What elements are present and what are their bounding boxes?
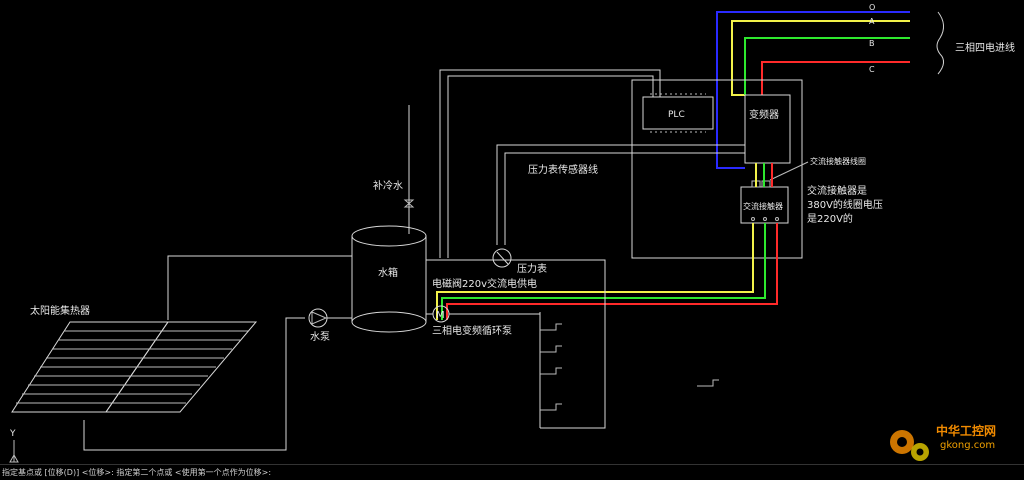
contactor-module: 交流接触器	[740, 180, 789, 224]
output-green	[441, 223, 766, 320]
brace	[936, 11, 944, 75]
phase-a-label: A	[869, 17, 875, 26]
watermark-url: gkong.com	[940, 440, 996, 451]
water-tank-label: 水箱	[378, 266, 398, 279]
circulation-pump-label: 三相电变频循环泵	[432, 324, 512, 337]
pressure-gauge-label: 压力表	[517, 262, 547, 275]
contactor-note-3: 是220V的	[807, 212, 853, 225]
watermark-text: 中华工控网	[936, 424, 997, 438]
circulation-pump-symbol: M	[436, 310, 445, 321]
phase-b-label: B	[869, 39, 875, 48]
contactor-coil-label: 交流接触器线圈	[810, 156, 866, 166]
phase-o-label: O	[869, 3, 875, 12]
inverter-module: 变频器	[744, 94, 791, 164]
ucs-y-label: Y	[9, 429, 16, 439]
solenoid-valve-label: 电磁阀220v交流电供电	[432, 277, 537, 290]
phase-c-line	[761, 61, 910, 95]
inverter-label: 变频器	[749, 108, 779, 121]
taps	[540, 323, 719, 411]
output-red	[446, 223, 778, 320]
contactor-note-2: 380V的线圈电压	[807, 198, 883, 211]
command-line[interactable]: 指定基点或 [位移(D)] <位移>: 指定第二个点或 <使用第一个点作为位移>…	[0, 464, 1024, 480]
contactor-note-1: 交流接触器是	[807, 184, 867, 197]
watermark-logo: 中华工控网 gkong.com	[884, 418, 1014, 466]
solar-collector	[11, 321, 258, 413]
water-tank: 水箱	[351, 225, 427, 333]
phase-o-line	[716, 11, 910, 169]
plc-label: PLC	[668, 110, 685, 120]
three-phase-lines: O A B C 三相四电进线	[716, 3, 1015, 169]
three-phase-label: 三相四电进线	[955, 41, 1015, 54]
contactor-label: 交流接触器	[743, 201, 783, 211]
plc-module: PLC	[642, 93, 714, 133]
control-cabinet	[631, 79, 803, 259]
phase-b-line	[744, 37, 910, 95]
gear-icon	[890, 430, 929, 461]
phase-a-line	[731, 20, 910, 96]
solar-collector-label: 太阳能集热器	[30, 304, 90, 317]
water-pump-label: 水泵	[310, 331, 330, 343]
pressure-sensor-line-label: 压力表传感器线	[528, 163, 598, 176]
output-yellow	[436, 223, 754, 320]
ucs-icon: Y	[9, 429, 19, 463]
pressure-gauge	[492, 248, 512, 268]
phase-c-label: C	[869, 65, 875, 74]
cold-water-label: 补冷水	[373, 179, 403, 192]
